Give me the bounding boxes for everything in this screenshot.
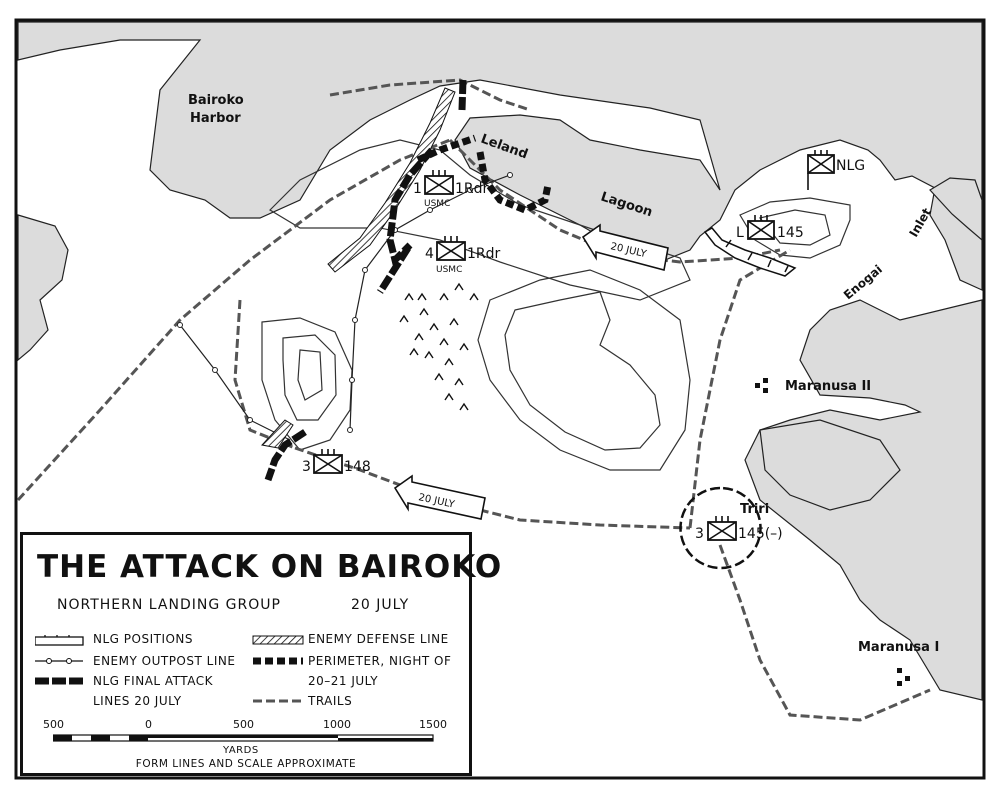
legend-outpost: ENEMY OUTPOST LINE xyxy=(93,654,236,668)
legend-final-attack-2: LINES 20 JULY xyxy=(93,694,182,708)
unit-1-1rdr-sub: USMC xyxy=(424,199,450,209)
scale-note: FORM LINES AND SCALE APPROXIMATE xyxy=(135,758,357,770)
contour-west-inner xyxy=(297,349,323,401)
legend-symbol-nlg-positions xyxy=(35,635,84,646)
unit-4-1rdr: 4 1Rdr USMC xyxy=(425,236,501,275)
scale-tick-2: 500 xyxy=(233,718,254,731)
scale-bar xyxy=(53,734,434,742)
unit-1-1rdr-label: 1Rdr xyxy=(455,181,489,197)
scale-tick-0: 500 xyxy=(43,718,64,731)
water-enogai xyxy=(929,177,983,242)
label-maranusa-ii: Maranusa II xyxy=(785,379,871,394)
nlg-final-attack-lines xyxy=(264,79,467,482)
unit-4-1rdr-sub: USMC xyxy=(436,265,462,275)
arrow-east: 20 JULY xyxy=(581,223,669,271)
unit-l-145-label: 145 xyxy=(777,225,804,241)
legend-trails: TRAILS xyxy=(308,694,353,708)
scale-tick-3: 1000 xyxy=(323,718,351,731)
legend-perimeter-1: PERIMETER, NIGHT OF xyxy=(308,654,452,668)
unit-nlg: NLG xyxy=(807,150,865,190)
label-bairoko-2: Harbor xyxy=(190,111,241,126)
trail-east-loop xyxy=(688,248,791,529)
perimeter-night xyxy=(416,134,552,214)
unit-1-1rdr: 1 1Rdr USMC xyxy=(413,170,489,209)
unit-l-145-num: L xyxy=(736,225,744,241)
water-west xyxy=(17,214,69,362)
water-north xyxy=(17,21,983,291)
unit-3-148-label: 148 xyxy=(344,459,371,475)
water-south-bay xyxy=(759,419,901,511)
map-title: THE ATTACK ON BAIROKO xyxy=(37,549,503,585)
legend-enemy-defense: ENEMY DEFENSE LINE xyxy=(308,632,449,646)
subtitle-group: NORTHERN LANDING GROUP xyxy=(57,597,281,613)
trail-west xyxy=(16,138,451,502)
legend-nlg-positions: NLG POSITIONS xyxy=(93,632,194,646)
contour-west-mid xyxy=(282,334,337,421)
unit-3-145-num: 3 xyxy=(695,526,704,542)
unit-4-1rdr-label: 1Rdr xyxy=(467,246,501,262)
contour-enogai-inner xyxy=(758,209,831,246)
scale-unit: YARDS xyxy=(223,745,259,756)
legend-symbols xyxy=(35,635,304,703)
scale-tick-4: 1500 xyxy=(419,718,447,731)
label-bairoko-1: Bairoko xyxy=(188,93,244,108)
legend-symbol-outpost xyxy=(35,658,83,664)
unit-3-145-label: 145(–) xyxy=(738,526,783,542)
subtitle-date: 20 JULY xyxy=(351,597,410,613)
unit-3-148-num: 3 xyxy=(302,459,311,475)
enemy-defense-line xyxy=(261,87,456,449)
nlg-positions xyxy=(679,227,797,570)
legend-final-attack-1: NLG FINAL ATTACK xyxy=(93,674,213,688)
legend-symbol-enemy-defense xyxy=(252,635,304,645)
unit-3-145: 3 145(–) xyxy=(695,516,783,542)
contour-west-outer xyxy=(261,317,353,451)
unit-3-148: 3 148 xyxy=(302,449,371,475)
marsh-symbols xyxy=(399,282,479,411)
scale-tick-1: 0 xyxy=(145,718,152,731)
contour-center-outer xyxy=(477,269,691,471)
village-markers xyxy=(755,378,910,686)
unit-nlg-label: NLG xyxy=(836,158,865,174)
label-maranusa-i: Maranusa I xyxy=(858,640,939,655)
unit-l-145: L 145 xyxy=(736,215,804,241)
enemy-outpost-line xyxy=(177,172,513,441)
unit-1-1rdr-num: 1 xyxy=(413,181,422,197)
label-triri: Triri xyxy=(740,502,769,517)
arrow-center: 20 JULY xyxy=(393,474,486,520)
legend-perimeter-2: 20–21 JULY xyxy=(308,674,379,688)
contour-enogai-outer xyxy=(739,197,851,259)
contour-center-inner xyxy=(504,291,661,451)
legend: THE ATTACK ON BAIROKO NORTHERN LANDING G… xyxy=(20,532,503,776)
trail-triri-south xyxy=(718,544,931,722)
unit-4-1rdr-num: 4 xyxy=(425,246,434,262)
